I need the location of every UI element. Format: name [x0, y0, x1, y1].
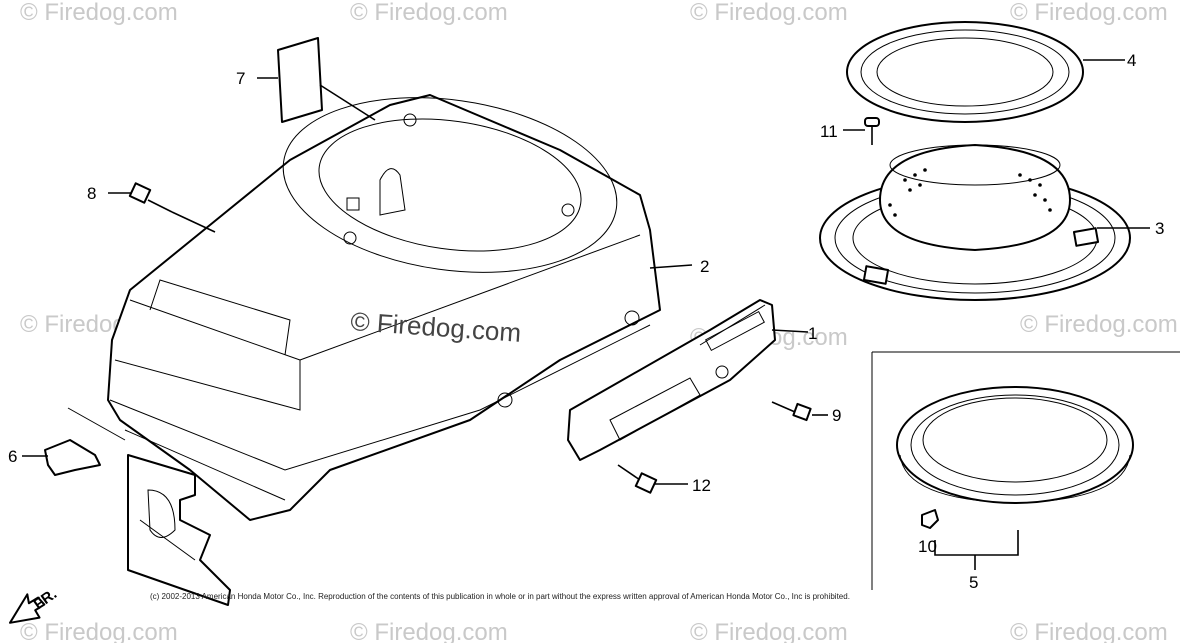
part-5-case	[896, 386, 1134, 570]
part-6-clip	[44, 407, 126, 476]
leader-lines	[22, 59, 1150, 485]
part-12-bolt	[617, 464, 658, 494]
callout-labels: 7 8 2 1 9 12 6 4 11 3 10 5	[8, 51, 1164, 592]
part-11-screw	[864, 117, 880, 145]
part-5-box	[871, 351, 1180, 590]
watermark: © Firedog.com	[1010, 619, 1168, 643]
callout-12: 12	[692, 476, 711, 495]
part-7-label	[277, 37, 323, 123]
front-direction-arrow: FR.	[8, 585, 60, 624]
copyright-notice: (c) 2002-2013 American Honda Motor Co., …	[150, 592, 850, 601]
watermark: © Firedog.com	[20, 619, 178, 643]
watermark: © Firedog.com	[1020, 311, 1178, 338]
watermark: © Firedog.com	[20, 0, 178, 26]
part-4-gasket	[846, 21, 1084, 123]
callout-5: 5	[969, 573, 978, 592]
callout-8: 8	[87, 184, 96, 203]
watermark-layer: © Firedog.com © Firedog.com © Firedog.co…	[20, 0, 1178, 643]
callout-6: 6	[8, 447, 17, 466]
watermark: © Firedog.com	[690, 0, 848, 26]
part-2-fan-cover	[107, 94, 661, 521]
callout-1: 1	[808, 324, 817, 343]
callout-9: 9	[832, 406, 841, 425]
part-9-bolt	[771, 401, 812, 422]
watermark: © Firedog.com	[690, 619, 848, 643]
callout-4: 4	[1127, 51, 1136, 70]
part-3-element	[819, 144, 1131, 301]
part-8-bolt	[128, 182, 173, 213]
callout-11: 11	[820, 122, 838, 141]
lower-shroud-plate	[127, 454, 231, 606]
watermark: © Firedog.com	[350, 0, 508, 26]
part-1-bracket	[567, 299, 776, 461]
callout-3: 3	[1155, 219, 1164, 238]
callout-2: 2	[700, 257, 709, 276]
watermark: © Firedog.com	[350, 619, 508, 643]
watermark: © Firedog.com	[1010, 0, 1168, 26]
part-10-grommet	[921, 509, 939, 529]
callout-7: 7	[236, 69, 245, 88]
callout-10: 10	[918, 537, 937, 556]
